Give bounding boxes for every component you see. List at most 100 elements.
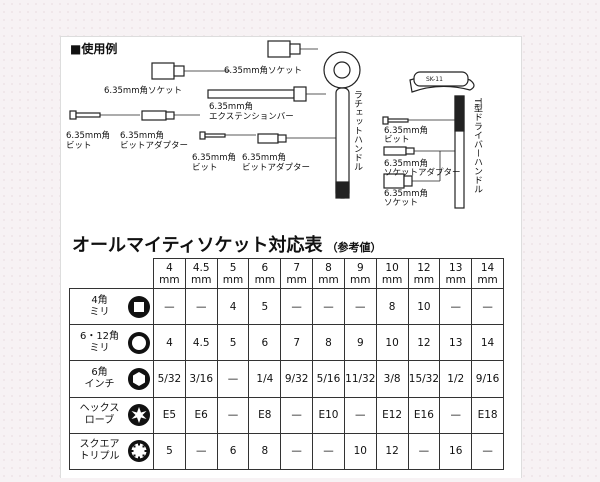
row-header: スクエアトリプル — [69, 432, 154, 471]
table-corner — [69, 258, 154, 289]
table-cell: — — [312, 432, 345, 471]
label-bit-adapter-1: 6.35mm角 — [120, 131, 164, 141]
triple-square-icon — [127, 439, 151, 463]
table-cell: 11/32 — [343, 360, 377, 398]
table-cell: 16 — [439, 432, 473, 471]
table-cell: — — [184, 287, 218, 326]
bit-adapter-mid-icon — [257, 133, 279, 144]
hexagon-socket-icon — [127, 367, 151, 391]
label-right-socket-2: ソケット — [384, 198, 419, 208]
label-extension-1: 6.35mm角 — [209, 102, 253, 112]
table-cell: — — [312, 287, 345, 326]
table-cell: 1/4 — [248, 360, 282, 398]
square-socket-icon — [127, 295, 151, 319]
table-cell: — — [471, 287, 504, 326]
extension-bar-icon — [207, 89, 295, 99]
usage-title: ■使用例 — [70, 42, 118, 56]
table-cell: E10 — [312, 396, 345, 434]
table-cell: 6 — [216, 432, 250, 471]
table-cell: 4.5 — [184, 324, 218, 362]
label-socket-left: 6.35mm角ソケット — [104, 86, 182, 96]
row-header: 6角インチ — [69, 360, 154, 398]
label-socket-top: 6.35mm角ソケット — [224, 66, 302, 76]
row-name-line1: 6角 — [91, 366, 108, 378]
table-cell: 5 — [153, 432, 186, 471]
row-name-line2: トリプル — [79, 451, 120, 463]
table-cell: 5/16 — [312, 360, 345, 398]
table-cell: — — [439, 287, 473, 326]
circle-socket-icon — [127, 331, 151, 355]
table-cell: — — [343, 396, 377, 434]
label-right-socket-1: 6.35mm角 — [384, 189, 428, 199]
row-name-line1: 4角 — [91, 294, 108, 306]
table-cell: E5 — [153, 396, 186, 434]
table-cell: 4 — [153, 324, 186, 362]
bit-mid-icon — [199, 131, 206, 140]
bit-adapter-left-icon — [141, 110, 167, 121]
row-name-line1: スクエア — [79, 439, 120, 451]
label-mid-bit-1: 6.35mm角 — [192, 153, 236, 163]
table-cell: 12 — [407, 324, 441, 362]
row-header: 6・12角ミリ — [69, 324, 154, 362]
table-cell: 14 — [471, 324, 504, 362]
table-cell: E8 — [248, 396, 282, 434]
table-cell: 7 — [280, 324, 314, 362]
label-bit-1: 6.35mm角 — [66, 131, 110, 141]
row-name: 4角ミリ — [73, 295, 127, 319]
label-t-handle: T型ドライバーハンドル — [472, 98, 482, 194]
table-cell: — — [184, 432, 218, 471]
table-cell: 5 — [248, 287, 282, 326]
row-name: ヘックスローブ — [73, 403, 127, 427]
table-cell: — — [407, 432, 441, 471]
table-cell: — — [153, 287, 186, 326]
socket-top-icon — [267, 40, 291, 58]
table-subtitle: （参考値） — [326, 241, 382, 254]
bit-right-icon — [382, 116, 389, 125]
row-name: 6・12角ミリ — [73, 331, 127, 355]
table-cell: 5/32 — [153, 360, 186, 398]
label-bit-2: ビット — [66, 141, 92, 151]
table-cell: 8 — [312, 324, 345, 362]
table-cell: — — [216, 360, 250, 398]
table-cell: 1/2 — [439, 360, 473, 398]
label-bit-adapter-2: ビットアダプター — [120, 141, 189, 151]
table-cell: 9/16 — [471, 360, 504, 398]
label-mid-bit-2: ビット — [192, 163, 218, 173]
row-name-line2: ローブ — [84, 415, 115, 427]
row-header: 4角ミリ — [69, 287, 154, 326]
table-cell: 13 — [439, 324, 473, 362]
table-cell: 3/16 — [184, 360, 218, 398]
label-ratchet: ラチェットハンドル — [352, 90, 362, 171]
row-name: スクエアトリプル — [73, 439, 127, 463]
socket-left-icon — [151, 62, 175, 80]
table-cell: E18 — [471, 396, 504, 434]
table-cell: 5 — [216, 324, 250, 362]
brand-logo: SK-11 — [426, 76, 443, 83]
table-cell: — — [216, 396, 250, 434]
label-right-bit-2: ビット — [384, 135, 410, 145]
table-title-text: オールマイティソケット対応表 — [72, 235, 323, 256]
table-cell: 9/32 — [280, 360, 314, 398]
table-cell: — — [280, 432, 314, 471]
table-cell: — — [280, 396, 314, 434]
label-right-bit-1: 6.35mm角 — [384, 126, 428, 136]
table-cell: 15/32 — [407, 360, 441, 398]
table-cell: — — [280, 287, 314, 326]
label-mid-adapter-1: 6.35mm角 — [242, 153, 286, 163]
row-name-line2: ミリ — [89, 342, 110, 354]
table-cell: 10 — [407, 287, 441, 326]
table-cell: 10 — [343, 432, 377, 471]
label-mid-adapter-2: ビットアダプター — [242, 163, 311, 173]
row-name-line2: ミリ — [89, 306, 110, 318]
